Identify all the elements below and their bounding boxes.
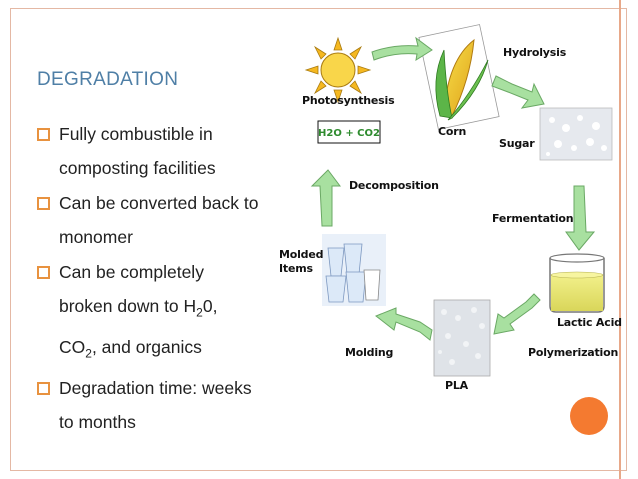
beaker-icon [549, 253, 605, 313]
h2o-co2-box: H2O + CO2 [317, 120, 381, 144]
svg-text:H2O + CO2: H2O + CO2 [318, 128, 380, 139]
label-molded: Molded [279, 248, 324, 261]
label-fermentation: Fermentation [492, 212, 574, 225]
label-photosynthesis: Photosynthesis [302, 94, 395, 107]
slide-frame [10, 8, 627, 471]
label-pla: PLA [445, 379, 468, 392]
molded-cups-icon [322, 234, 386, 306]
sugar-icon [539, 107, 613, 161]
arrow-sun-to-corn [371, 36, 433, 62]
label-corn: Corn [438, 125, 467, 138]
checkbox-bullet-icon [37, 382, 50, 395]
accent-dot [570, 397, 608, 435]
sun-icon [304, 36, 372, 104]
arrow-pla-to-cups [375, 307, 433, 341]
slide-right-rule [619, 0, 621, 479]
arrow-sugar-to-beaker [565, 185, 596, 251]
checkbox-bullet-icon [37, 266, 50, 279]
arrow-cups-to-h2o [310, 169, 341, 227]
pla-pellets-icon [433, 299, 491, 377]
label-decomposition: Decomposition [349, 179, 439, 192]
label-molding: Molding [345, 346, 394, 359]
label-polymerization: Polymerization [528, 346, 619, 359]
label-sugar: Sugar [499, 137, 535, 150]
cycle-arrows [310, 36, 596, 341]
label-hydrolysis: Hydrolysis [503, 46, 567, 59]
label-items: Items [279, 262, 313, 275]
label-lactic-acid: Lactic Acid [557, 316, 622, 329]
checkbox-bullet-icon [37, 197, 50, 210]
slide-title: DEGRADATION [37, 69, 179, 90]
arrow-beaker-to-pla [493, 293, 541, 335]
arrow-corn-to-sugar [491, 75, 545, 109]
corn-icon [418, 24, 500, 130]
checkbox-bullet-icon [37, 128, 50, 141]
